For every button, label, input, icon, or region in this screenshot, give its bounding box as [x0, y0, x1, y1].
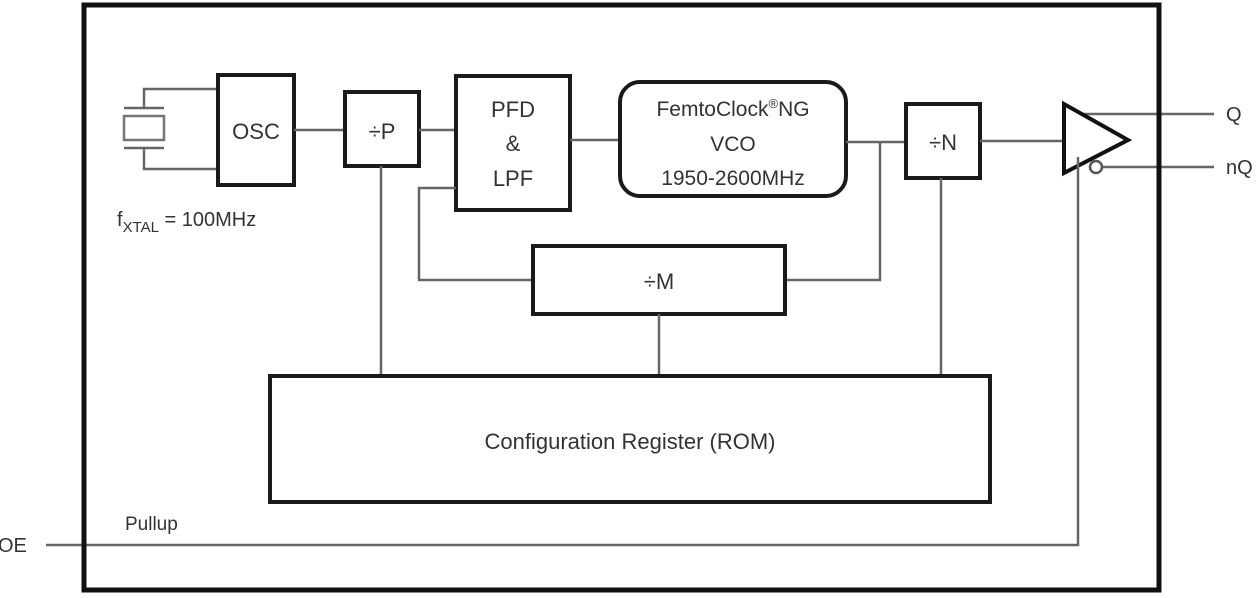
oe-pin-label: OE — [0, 535, 27, 557]
wire-vco-m — [785, 142, 882, 282]
nq-pin-label: nQ — [1226, 157, 1253, 179]
lpf-label: LPF — [493, 166, 533, 191]
q-pin-label: Q — [1226, 104, 1242, 126]
div-m-label: ÷M — [644, 269, 674, 294]
div-p-block: ÷P — [343, 90, 421, 168]
div-m-block: ÷M — [531, 244, 787, 316]
div-p-label: ÷P — [369, 119, 396, 144]
vco-label: VCO — [710, 133, 756, 156]
div-n-block: ÷N — [904, 102, 982, 180]
pfd-lpf-block: PFD & LPF — [454, 74, 572, 212]
osc-label: OSC — [232, 119, 280, 144]
vco-range-label: 1950-2600MHz — [661, 167, 805, 190]
pullup-label: Pullup — [125, 514, 178, 535]
invert-bubble-icon — [1088, 159, 1104, 175]
wire-m-pfd — [417, 186, 533, 282]
fxtal-label: fXTAL = 100MHz — [117, 209, 256, 236]
config-register-block: Configuration Register (ROM) — [268, 374, 992, 504]
vco-brand-label: FemtoClock®NG — [656, 96, 809, 121]
differential-buffer-icon — [1062, 100, 1214, 177]
pfd-amp-label: & — [506, 131, 521, 156]
osc-block: OSC — [216, 73, 296, 187]
wire-oe — [46, 157, 1080, 547]
pfd-label: PFD — [491, 97, 535, 122]
config-register-label: Configuration Register (ROM) — [485, 429, 776, 454]
crystal-icon — [122, 87, 218, 171]
div-n-label: ÷N — [929, 130, 957, 155]
vco-block: FemtoClock®NG VCO 1950-2600MHz — [618, 80, 848, 198]
